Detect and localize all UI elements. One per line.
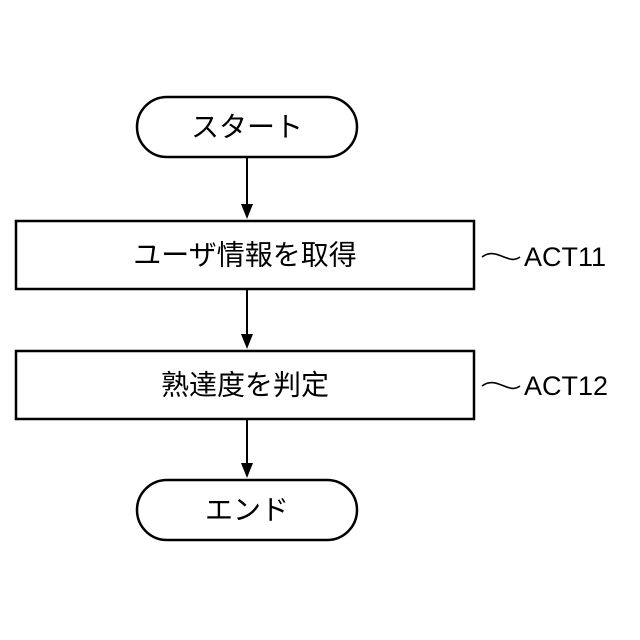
ref-act12: ACT12: [482, 371, 608, 401]
arrow-act11-to-act12: [241, 289, 253, 349]
start-terminal: スタート: [137, 97, 357, 157]
process-act12-label: 熟達度を判定: [161, 369, 329, 402]
arrow-start-to-act11: [241, 157, 253, 219]
arrow-act12-to-end: [241, 419, 253, 478]
process-act11: ユーザ情報を取得: [16, 221, 474, 289]
arrowhead: [241, 204, 253, 219]
ref-act11: ACT11: [482, 242, 606, 272]
ref-act11-label: ACT11: [524, 242, 606, 272]
arrowhead: [241, 463, 253, 478]
arrowhead: [241, 334, 253, 349]
ref-act11-leader: [482, 254, 520, 260]
start-terminal-label: スタート: [191, 111, 303, 144]
process-act12: 熟達度を判定: [16, 351, 474, 419]
process-act11-label: ユーザ情報を取得: [133, 239, 356, 272]
ref-act12-leader: [482, 383, 520, 389]
ref-act12-label: ACT12: [524, 371, 608, 401]
end-terminal: エンド: [137, 480, 357, 540]
end-terminal-label: エンド: [205, 494, 289, 527]
